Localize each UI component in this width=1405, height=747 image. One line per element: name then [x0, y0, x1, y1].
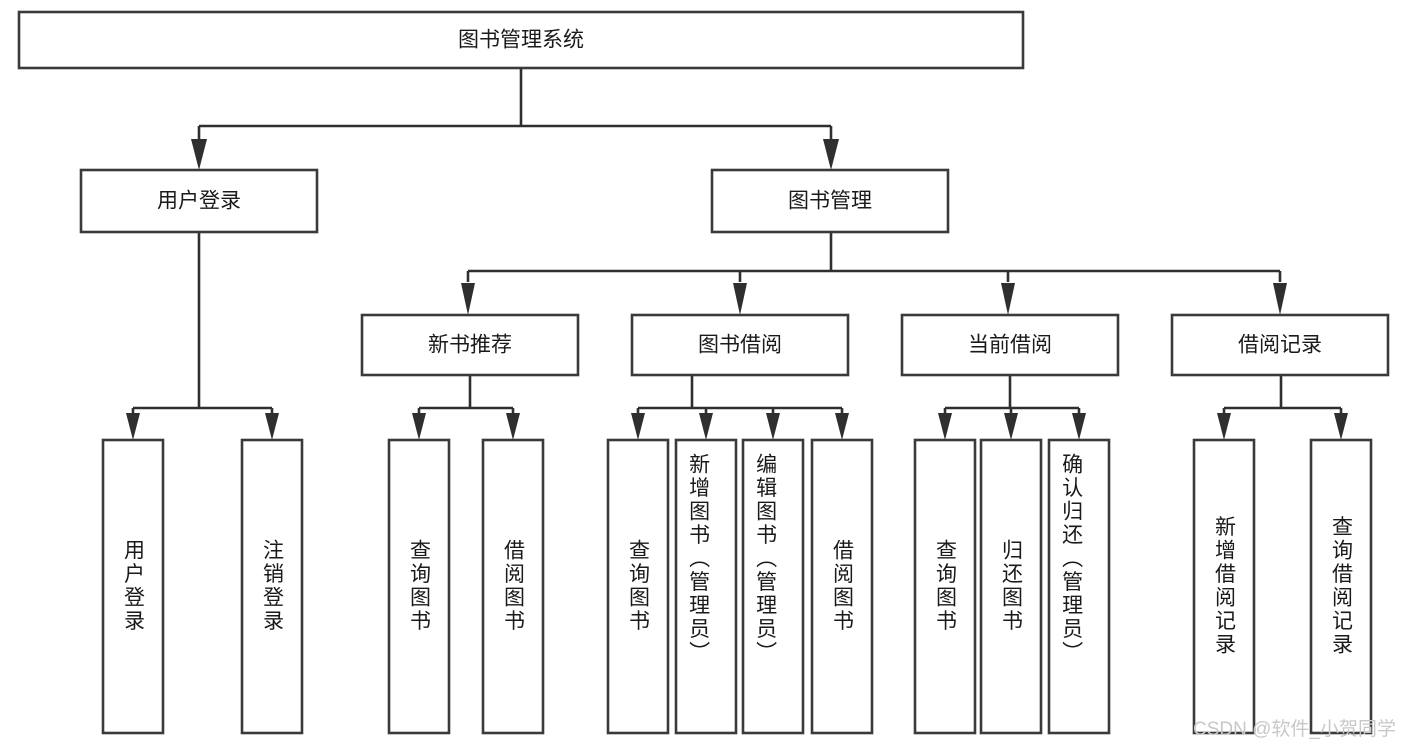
arrowhead-user-login — [191, 139, 207, 170]
arrowhead-leaf-logout — [265, 413, 279, 440]
arrowhead-bookborrow-leaf-3 — [766, 413, 780, 440]
arrowhead-borrowrecord-leaf-1 — [1217, 413, 1231, 440]
arrowhead-currentborrow-leaf-3 — [1072, 413, 1086, 440]
leaf-borrow-record-add-label: 新增借阅记录 — [1213, 516, 1237, 657]
leaf-new-book-borrow-label: 借阅图书 — [502, 539, 526, 633]
arrowhead-bookborrow-leaf-2 — [699, 413, 713, 440]
node-root-system[interactable]: 图书管理系统 — [17, 10, 1025, 70]
leaf-current-borrow-query[interactable]: 查询图书 — [913, 438, 977, 735]
leaf-book-borrow-query[interactable]: 查询图书 — [606, 438, 670, 735]
leaf-current-borrow-confirm-label: 确认归还（管理员） — [1060, 453, 1084, 665]
node-new-book-recommend[interactable]: 新书推荐 — [360, 313, 580, 377]
node-borrow-record[interactable]: 借阅记录 — [1170, 313, 1390, 377]
arrowhead-book-borrow — [733, 283, 747, 315]
arrowhead-currentborrow-leaf-2 — [1004, 413, 1018, 440]
node-user-login[interactable]: 用户登录 — [79, 168, 319, 234]
arrowhead-currentborrow-leaf-1 — [938, 413, 952, 440]
leaf-new-book-query[interactable]: 查询图书 — [387, 438, 451, 735]
watermark-label: CSDN @软件_小贺同学 — [1193, 718, 1396, 740]
leaf-book-borrow-borrow-label: 借阅图书 — [831, 539, 855, 633]
arrowhead-current-borrow — [1001, 283, 1015, 315]
leaf-borrow-record-query-label: 查询借阅记录 — [1330, 516, 1354, 657]
leaf-book-borrow-add-label: 新增图书（管理员） — [687, 453, 711, 665]
leaf-user-login-logout[interactable]: 注销登录 — [240, 438, 304, 735]
node-book-manage[interactable]: 图书管理 — [710, 168, 950, 234]
leaf-current-borrow-return-label: 归还图书 — [1000, 539, 1024, 633]
arrowhead-borrow-record — [1273, 283, 1287, 315]
arrowhead-borrowrecord-leaf-2 — [1334, 413, 1348, 440]
arrowhead-newbook-leaf-2 — [506, 413, 520, 440]
node-new-book-recommend-label: 新书推荐 — [428, 334, 512, 357]
leaf-new-book-query-label: 查询图书 — [408, 539, 432, 633]
node-root-system-label: 图书管理系统 — [458, 29, 584, 52]
leaf-book-borrow-edit[interactable]: 编辑图书（管理员） — [741, 438, 805, 735]
leaf-borrow-record-query[interactable]: 查询借阅记录 — [1309, 438, 1373, 735]
leaf-current-borrow-return[interactable]: 归还图书 — [979, 438, 1043, 735]
node-current-borrow-label: 当前借阅 — [968, 334, 1052, 357]
leaf-current-borrow-query-label: 查询图书 — [934, 539, 958, 633]
leaf-borrow-record-add[interactable]: 新增借阅记录 — [1192, 438, 1256, 735]
arrowhead-newbook-leaf-1 — [412, 413, 426, 440]
leaf-current-borrow-confirm[interactable]: 确认归还（管理员） — [1047, 438, 1111, 735]
arrowhead-leaf-user-login — [126, 413, 140, 440]
leaf-new-book-borrow[interactable]: 借阅图书 — [481, 438, 545, 735]
arrowhead-bookborrow-leaf-4 — [835, 413, 849, 440]
node-book-borrow-label: 图书借阅 — [698, 334, 782, 357]
leaf-book-borrow-add[interactable]: 新增图书（管理员） — [674, 438, 738, 735]
node-current-borrow[interactable]: 当前借阅 — [900, 313, 1120, 377]
connector-layer — [126, 68, 1348, 440]
leaf-user-login-login[interactable]: 用户登录 — [101, 438, 165, 735]
leaf-book-borrow-borrow[interactable]: 借阅图书 — [810, 438, 874, 735]
arrowhead-new-book — [461, 283, 475, 315]
arrowhead-book-manage — [823, 139, 839, 170]
leaf-user-login-logout-label: 注销登录 — [261, 539, 285, 633]
node-borrow-record-label: 借阅记录 — [1238, 334, 1322, 357]
leaf-book-borrow-edit-label: 编辑图书（管理员） — [754, 453, 778, 665]
arrowhead-bookborrow-leaf-1 — [631, 413, 645, 440]
leaf-book-borrow-query-label: 查询图书 — [627, 539, 651, 633]
node-user-login-label: 用户登录 — [157, 190, 241, 213]
node-book-manage-label: 图书管理 — [788, 190, 872, 213]
leaf-user-login-login-label: 用户登录 — [122, 539, 146, 633]
node-book-borrow[interactable]: 图书借阅 — [630, 313, 850, 377]
